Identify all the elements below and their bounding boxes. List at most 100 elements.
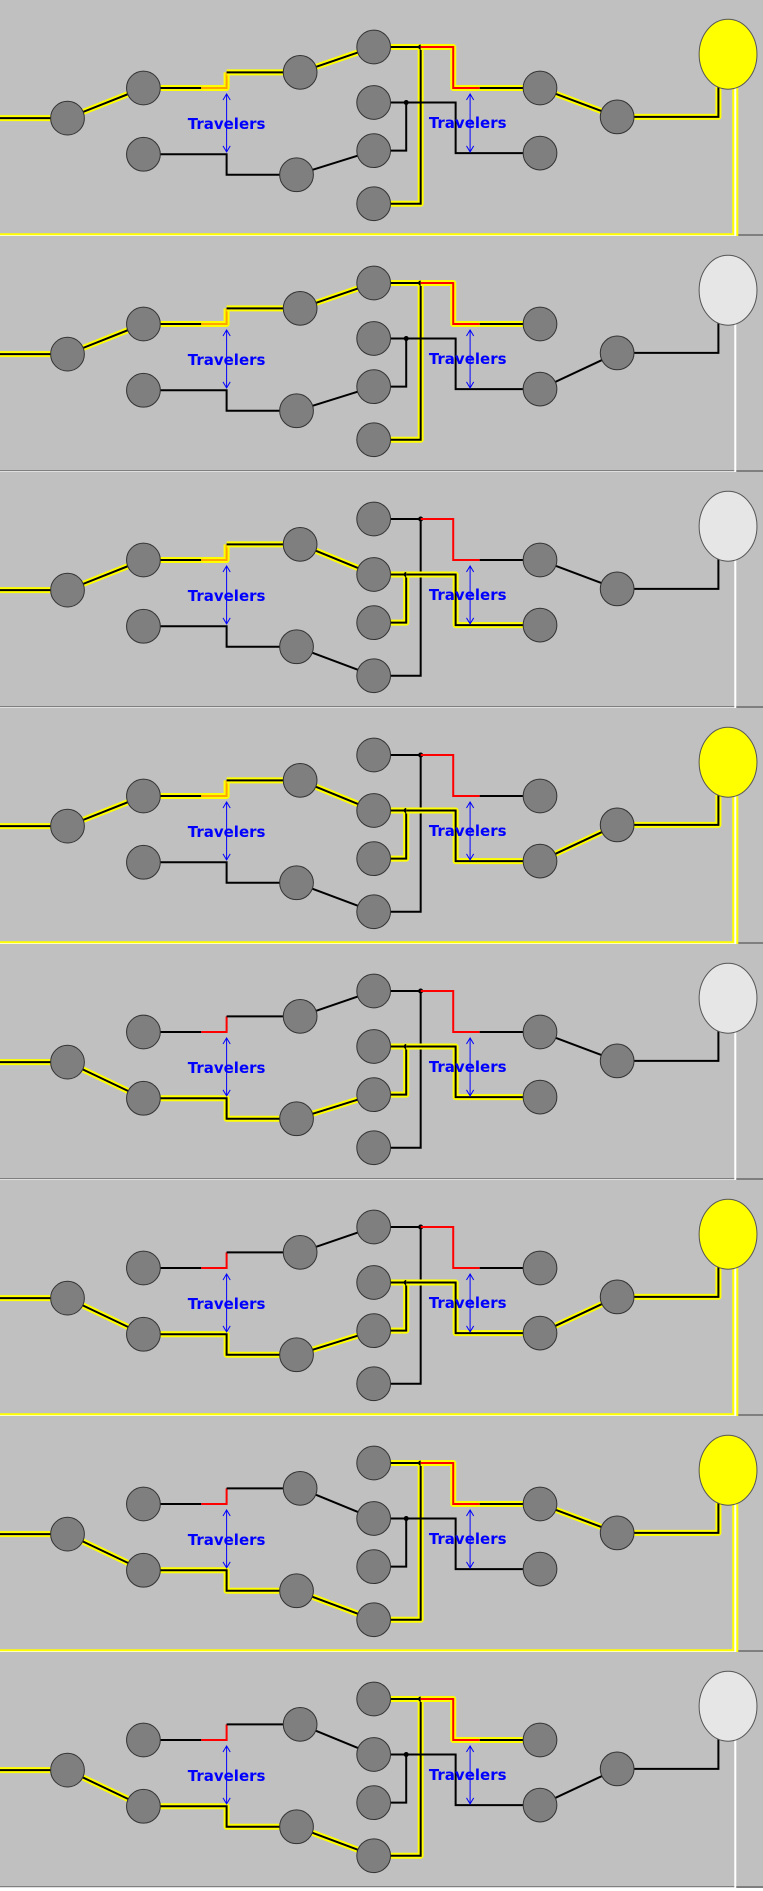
traveler-right-lower [406,1281,541,1335]
terminal-a2 [126,1788,161,1824]
terminal-a1 [126,1014,161,1050]
terminal-c2 [356,321,392,356]
circuit-panel: Travelers Travelers [0,0,763,236]
traveler-arrow-right-head [466,1089,475,1097]
terminal-c2 [356,1501,392,1536]
terminal-c1 [356,1209,392,1245]
traveler-right-upper-jumper [420,990,480,1033]
terminal-c4 [356,1366,392,1402]
terminal-b1 [282,762,318,798]
traveler-right-lower [406,1045,541,1099]
return-wire [0,544,737,708]
terminal-e [599,99,635,135]
terminal-d1 [522,1486,558,1522]
terminal-b2 [279,1337,314,1373]
terminal-l [50,1280,85,1316]
terminal-l [50,1516,85,1552]
terminal-e [599,335,635,371]
traveler-right-upper-jumper [420,282,480,325]
terminal-b1 [282,1470,318,1506]
travelers-label-left: Travelers [188,1767,266,1785]
travelers-label-right: Travelers [429,1766,507,1784]
terminal-d2 [522,135,558,171]
terminal-c1 [356,501,392,537]
traveler-right-upper-jumper [420,46,480,89]
terminal-d1 [522,1014,558,1050]
terminal-c2 [356,1265,392,1300]
traveler-arrow-right-head [466,565,475,573]
travelers-label-right: Travelers [429,1294,507,1312]
traveler-upper-jumper [201,308,228,325]
traveler-arrow-left-head [222,1797,231,1805]
terminal-a2 [126,1080,161,1116]
panel-separator [0,1886,763,1888]
cross-wire-1 [373,1698,422,1857]
traveler-arrow-left-head [222,853,231,861]
circuit-diagram: Travelers Travelers [0,1652,763,1888]
travelers-label-left: Travelers [188,1295,266,1313]
terminal-c3 [356,1785,392,1821]
terminal-l [50,1752,85,1788]
travelers-label-left: Travelers [188,351,266,369]
load-wire [617,1502,720,1534]
terminal-e [599,1043,635,1079]
traveler-lower [143,625,297,648]
terminal-b1 [282,526,318,562]
traveler-upper-jumper [201,1488,228,1505]
traveler-arrow-right-head [466,1037,475,1045]
traveler-arrow-left-head [222,1325,231,1333]
terminal-d1 [522,1250,558,1286]
circuit-panel: Travelers Travelers [0,1652,763,1888]
traveler-upper-jumper [201,544,228,561]
terminal-c4 [356,1130,392,1166]
traveler-lower [143,861,297,884]
traveler-arrow-right-head [466,1273,475,1281]
traveler-right-lower [406,337,541,391]
terminal-a2 [126,1552,161,1588]
terminal-l [50,336,85,372]
traveler-right-lower [406,1753,541,1807]
terminal-c3 [356,133,392,169]
traveler-arrow-right-head [466,853,475,861]
traveler-right-lower [406,809,541,863]
travelers-label-right: Travelers [429,586,507,604]
travelers-label-right: Travelers [429,114,507,132]
panel-separator [0,470,763,472]
terminal-b2 [279,1573,314,1609]
traveler-lower [143,1097,297,1120]
traveler-right-lower [406,1517,541,1571]
terminal-c2 [356,557,392,592]
circuit-diagram: Travelers Travelers [0,0,763,236]
terminal-d1 [522,70,558,106]
load-wire [617,1266,720,1298]
terminal-e [599,1751,635,1787]
terminal-e [599,1279,635,1315]
terminal-c4 [356,422,392,458]
terminal-a2 [126,1316,161,1352]
terminal-b2 [279,865,314,901]
traveler-arrow-right-head [466,329,475,337]
terminal-d2 [522,371,558,407]
panel-separator [0,706,763,708]
travelers-label-left: Travelers [188,115,266,133]
terminal-d2 [522,607,558,643]
return-wire [0,1252,737,1416]
terminal-c2 [356,1737,392,1772]
traveler-arrow-left-head [222,145,231,153]
terminal-b1 [282,998,318,1034]
terminal-b1 [282,1706,318,1742]
traveler-right-lower [406,573,541,627]
terminal-a1 [126,542,161,578]
cross-wire-1 [373,990,422,1149]
circuit-panel: Travelers Travelers [0,1180,763,1416]
traveler-arrow-left-head [222,381,231,389]
terminal-c2 [356,85,392,120]
return-wire [0,1724,737,1888]
travelers-label-right: Travelers [429,1530,507,1548]
terminal-a1 [126,1486,161,1522]
